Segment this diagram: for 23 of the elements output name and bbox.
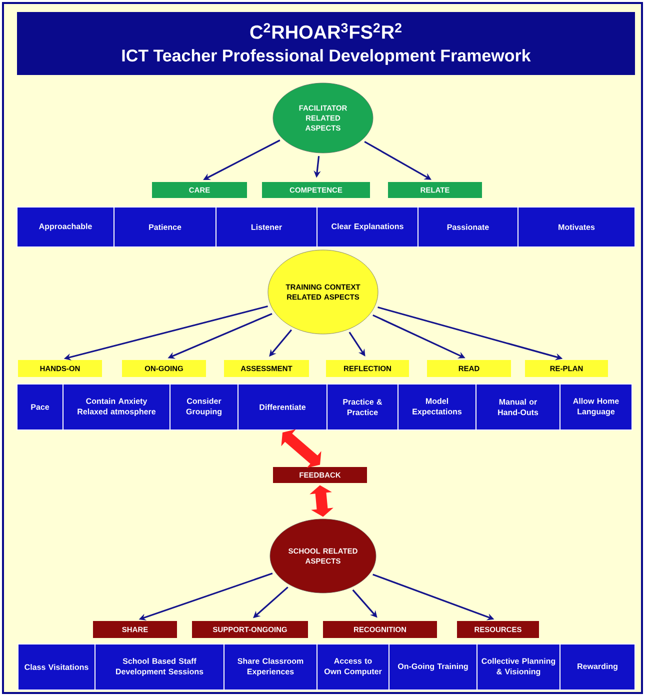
item-box: Practice & Practice <box>326 384 398 430</box>
item-box: On-Going Training <box>388 644 478 690</box>
title: C$^{2}$RHOAR$^{3}$FS$^{2}$R$^{2}$ <box>250 23 402 39</box>
subtitle: ICT Teacher Professional Development Framework <box>122 49 531 65</box>
item-box: Model Expectations <box>398 384 476 430</box>
item-box: Allow Home Language <box>560 384 632 430</box>
double-arrow <box>310 485 334 517</box>
item-box: Clear Explanations <box>316 206 418 248</box>
item-box: Rewarding <box>560 644 636 690</box>
item-box: Pace <box>16 384 64 430</box>
item-box: Share Classroom Experiences <box>224 644 318 690</box>
item-box: Patience <box>114 206 216 248</box>
item-box: Approachable <box>16 206 114 248</box>
item-box: Collective Planning & Visioning <box>476 644 560 690</box>
item-box: Access to Own Computer <box>316 644 390 690</box>
item-box: Motivates <box>518 206 636 248</box>
item-box: Consider Grouping <box>170 384 238 430</box>
item-box: School Based Staff Development Sessions <box>94 644 224 690</box>
item-box: Listener <box>216 206 318 248</box>
item-box: Passionate <box>418 206 518 248</box>
item-box: Manual or Hand-Outs <box>476 384 560 430</box>
item-box: Class Visitations <box>18 644 96 690</box>
item-box: Differentiate <box>238 384 328 430</box>
